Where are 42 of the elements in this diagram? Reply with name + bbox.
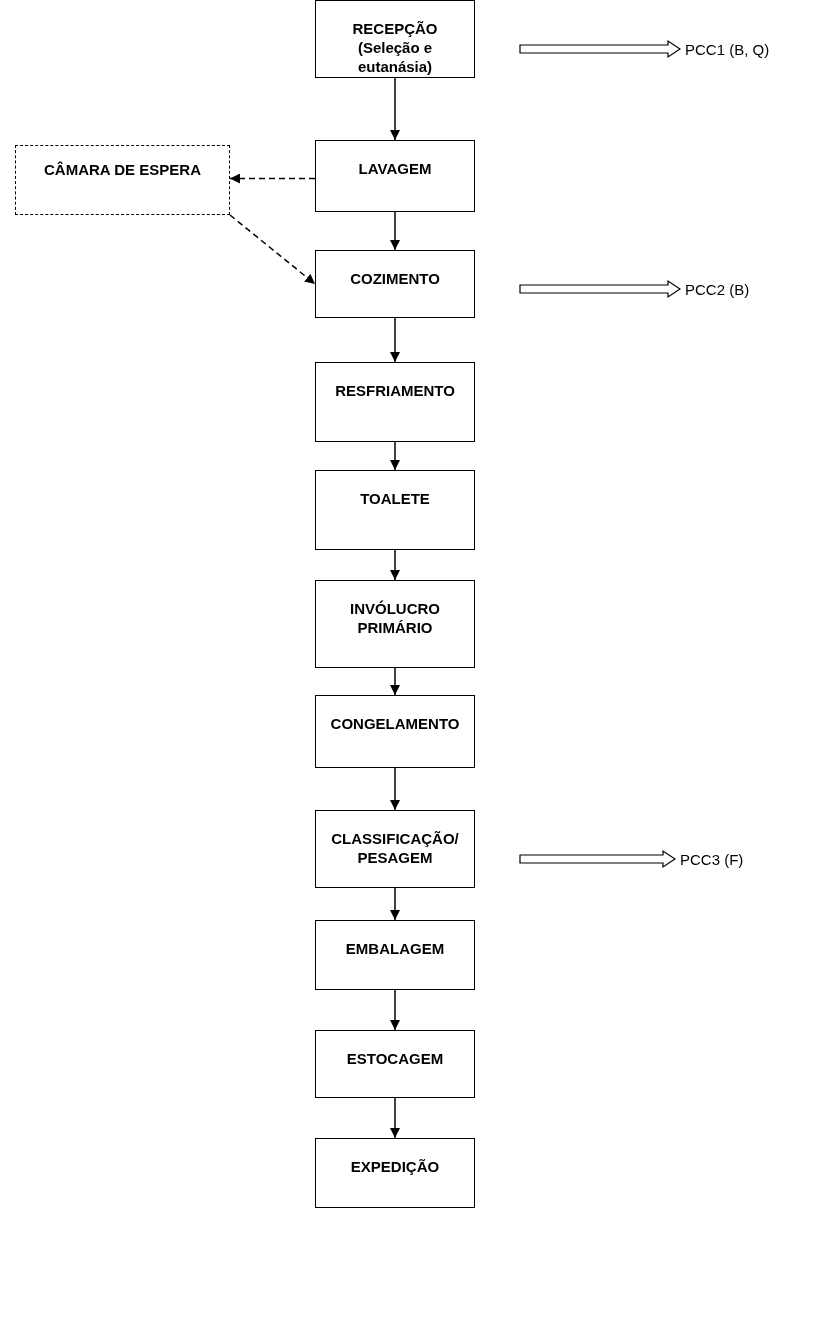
arrow	[229, 173, 316, 184]
process-box	[315, 1138, 475, 1208]
process-box	[315, 810, 475, 888]
arrow	[390, 549, 400, 581]
arrow	[390, 317, 400, 363]
control-point-label: PCC3 (F)	[680, 850, 744, 868]
process-box	[315, 1030, 475, 1098]
control-point-label: PCC1 (B, Q)	[685, 40, 770, 58]
arrow	[390, 211, 400, 251]
process-box	[315, 250, 475, 318]
arrow	[390, 767, 400, 811]
arrow	[229, 214, 316, 285]
step-label: RESFRIAMENTO	[334, 381, 456, 400]
process-box	[315, 580, 475, 668]
step-label: INVÓLUCRO PRIMÁRIO	[349, 599, 441, 637]
step-label: CÂMARA DE ESPERA	[43, 160, 202, 179]
hollow-arrow	[519, 39, 682, 59]
step-label: RECEPÇÃO (Seleção e eutanásia)	[351, 19, 439, 76]
step-label: EMBALAGEM	[344, 939, 446, 958]
arrow	[390, 887, 400, 921]
process-box	[315, 0, 475, 78]
process-box	[315, 920, 475, 990]
step-label: EXPEDIÇÃO	[349, 1157, 441, 1176]
step-label: CONGELAMENTO	[329, 714, 461, 733]
process-box	[315, 140, 475, 212]
hollow-arrow	[519, 849, 677, 869]
arrow	[390, 989, 400, 1031]
process-box	[315, 695, 475, 768]
process-box	[315, 362, 475, 442]
hollow-arrow	[519, 279, 682, 299]
step-label: ESTOCAGEM	[345, 1049, 445, 1068]
arrow	[390, 667, 400, 696]
control-point-label: PCC2 (B)	[685, 280, 750, 298]
step-label: TOALETE	[359, 489, 431, 508]
arrow	[390, 1097, 400, 1139]
holding-box	[15, 145, 230, 215]
step-label: CLASSIFICAÇÃO/ PESAGEM	[330, 829, 460, 867]
arrow	[390, 441, 400, 471]
step-label: LAVAGEM	[357, 159, 433, 178]
arrow	[390, 77, 400, 141]
process-box	[315, 470, 475, 550]
step-label: COZIMENTO	[349, 269, 441, 288]
